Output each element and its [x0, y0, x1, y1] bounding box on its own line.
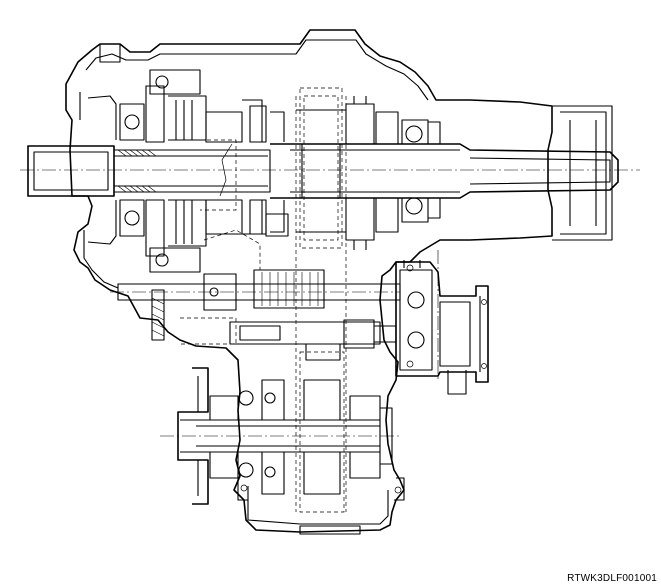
input-shaft	[27, 145, 271, 197]
oil-pump	[229, 319, 397, 361]
drive-chain	[295, 96, 347, 512]
shift-motor-actuator	[395, 260, 489, 395]
main-housing-outline	[65, 29, 613, 533]
center-lines	[20, 169, 640, 437]
driven-sprocket	[299, 351, 393, 513]
range-planetary-section	[200, 99, 289, 237]
figure-code: RTWK3DLF001001	[567, 573, 657, 584]
lower-housing	[237, 476, 405, 535]
clutch-hub	[345, 96, 441, 250]
front-bearing-assembly	[87, 69, 207, 273]
shift-rail	[117, 229, 401, 345]
front-output-shaft	[177, 367, 381, 505]
drive-sprocket	[296, 87, 346, 249]
main-output-shaft	[270, 143, 619, 199]
